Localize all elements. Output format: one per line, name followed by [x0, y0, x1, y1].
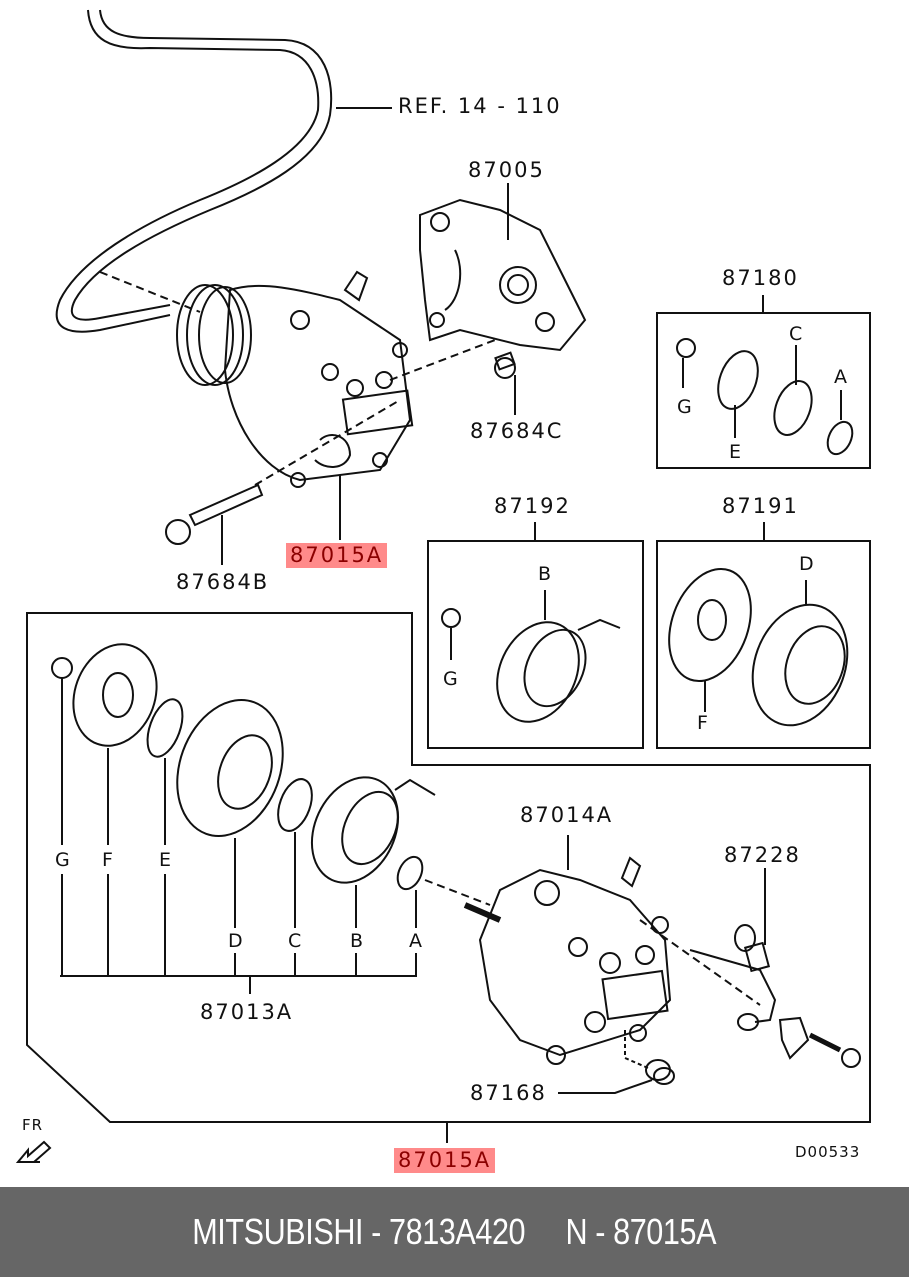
part-87014A-label[interactable]: 87014A — [520, 803, 614, 827]
kit-87192-box — [427, 540, 644, 749]
letter-c: C — [789, 323, 803, 345]
clutch-leaders — [60, 678, 417, 994]
letter-a: A — [409, 930, 422, 952]
letter-g: G — [443, 668, 458, 690]
parts-diagram: REF. 14 - 110 87005 87684C 87684B 87015A… — [15, 9, 871, 1173]
letter-e: E — [729, 441, 742, 463]
letter-b: B — [538, 563, 552, 585]
letter-g: G — [55, 849, 70, 871]
switch-drawing — [689, 924, 861, 1068]
letter-g: G — [677, 396, 692, 418]
part-87015A-bottom-label[interactable]: 87015A — [394, 1148, 496, 1173]
kit-87192-parts — [441, 590, 621, 723]
part-87180-label[interactable]: 87180 — [722, 266, 799, 290]
part-87684C-label[interactable]: 87684C — [470, 419, 564, 443]
assembly-frame — [26, 612, 871, 1123]
clutch-parts — [51, 643, 436, 891]
kit-87191-parts — [668, 567, 849, 727]
part-number-caption: MITSUBISHI - 7813A420 N - 87015A — [192, 1211, 717, 1252]
part-87013A-label[interactable]: 87013A — [200, 1000, 294, 1024]
diagram-drawing — [15, 9, 871, 1163]
part-87005-label[interactable]: 87005 — [468, 158, 545, 182]
compressor-bottom-drawing — [463, 856, 672, 1065]
letter-e: E — [159, 849, 172, 871]
part-87192-label[interactable]: 87192 — [494, 494, 571, 518]
part-87191-label[interactable]: 87191 — [722, 494, 799, 518]
letter-d: D — [799, 553, 814, 575]
kit-87191-box — [656, 540, 871, 749]
leader-87168 — [558, 1079, 653, 1094]
bracket-drawing — [419, 198, 587, 352]
part-87228-label[interactable]: 87228 — [724, 843, 801, 867]
belt-leader — [99, 271, 201, 313]
letter-b: B — [350, 930, 364, 952]
letter-d: D — [228, 930, 243, 952]
compressor-top-drawing — [176, 270, 414, 488]
part-87015A-top-label[interactable]: 87015A — [286, 543, 388, 568]
bolt-b-drawing — [165, 483, 264, 545]
letter-c: C — [288, 930, 302, 952]
diagram-code: D00533 — [795, 1143, 861, 1161]
part-87168-label[interactable]: 87168 — [470, 1081, 547, 1105]
direction-label: FR — [22, 1116, 44, 1134]
letter-f: F — [697, 712, 708, 734]
bolt-axis — [254, 399, 401, 486]
footer-bar: MITSUBISHI - 7813A420 N - 87015A — [0, 1187, 909, 1277]
bolt-c-drawing — [494, 351, 516, 379]
letter-f: F — [102, 849, 113, 871]
kit-87180-parts — [676, 338, 854, 456]
bracket-axis — [389, 339, 496, 381]
valve-drawing — [624, 1030, 675, 1085]
ref-label: REF. 14 - 110 — [398, 94, 562, 118]
drive-belt — [55, 9, 392, 333]
letter-a: A — [834, 366, 847, 388]
kit-87180-box — [656, 312, 871, 469]
front-direction-arrow-icon — [15, 1140, 52, 1163]
part-87684B-label[interactable]: 87684B — [176, 570, 270, 594]
